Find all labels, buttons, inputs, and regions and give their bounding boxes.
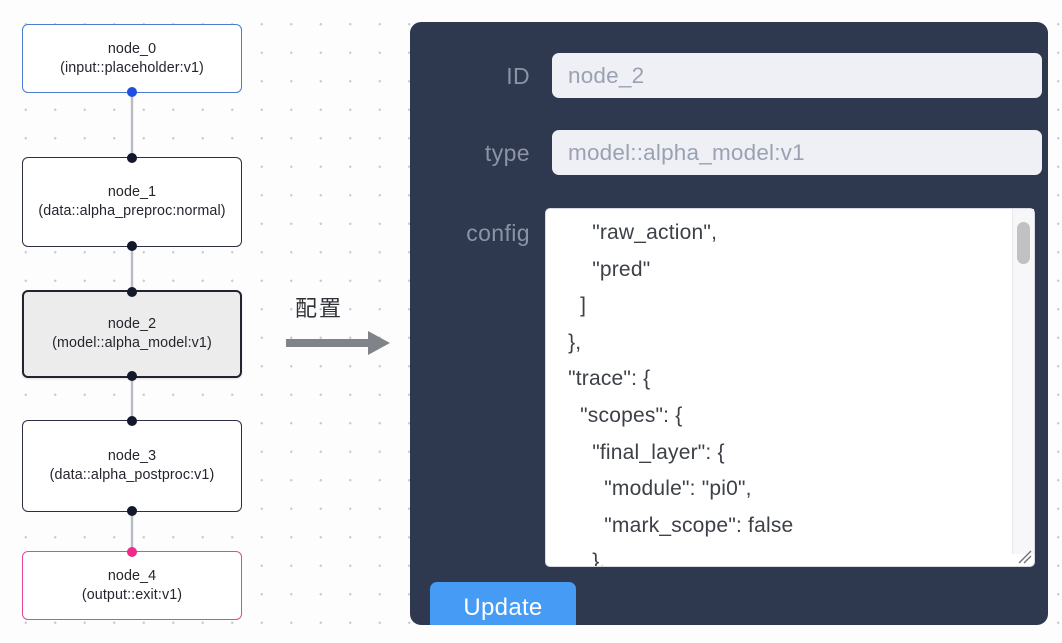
node-port-out[interactable] xyxy=(127,241,137,251)
right-arrow-icon xyxy=(286,331,390,355)
node-port-in[interactable] xyxy=(127,287,137,297)
graph-node-node_1[interactable]: node_1 (data::alpha_preproc:normal) xyxy=(22,153,242,251)
config-label: config xyxy=(466,220,530,246)
node-port-out[interactable] xyxy=(127,506,137,516)
field-row-type: type xyxy=(430,130,1042,175)
update-button[interactable]: Update xyxy=(430,582,576,625)
node-port-in[interactable] xyxy=(127,153,137,163)
node-subtitle: (input::placeholder:v1) xyxy=(60,59,204,76)
graph-node-node_3[interactable]: node_3 (data::alpha_postproc:v1) xyxy=(22,416,242,516)
node-title: node_4 xyxy=(107,567,157,584)
node-port-in[interactable] xyxy=(127,416,137,426)
node-port-out[interactable] xyxy=(127,371,137,381)
annotation-label: 配置 xyxy=(295,296,344,321)
graph-node-node_4[interactable]: node_4 (output::exit:v1) xyxy=(22,547,242,620)
node-inspector-panel: ID type config "raw_action", "pred" ] },… xyxy=(410,22,1048,625)
node-subtitle: (output::exit:v1) xyxy=(81,586,183,603)
node-port-in[interactable] xyxy=(127,547,137,557)
graph-node-node_0[interactable]: node_0 (input::placeholder:v1) xyxy=(22,24,242,97)
node-subtitle: (data::alpha_preproc:normal) xyxy=(38,203,226,219)
annotation-configure: 配置 xyxy=(286,296,406,363)
config-scrollbar[interactable] xyxy=(1012,209,1034,554)
type-input[interactable] xyxy=(552,130,1042,175)
graph-node-node_2[interactable]: node_2 (model::alpha_model:v1) xyxy=(22,287,242,381)
node-subtitle: (model::alpha_model:v1) xyxy=(52,335,212,351)
node-title: node_2 xyxy=(107,316,157,332)
config-textarea[interactable]: "raw_action", "pred" ] }, "trace": { "sc… xyxy=(545,208,1035,567)
resize-grip-icon[interactable] xyxy=(1013,545,1033,565)
node-port-out[interactable] xyxy=(127,87,137,97)
field-row-id: ID xyxy=(470,53,1042,98)
node-title: node_1 xyxy=(107,184,157,200)
type-label: type xyxy=(484,139,530,166)
field-row-config: config "raw_action", "pred" ] }, "trace"… xyxy=(425,208,1035,567)
id-input[interactable] xyxy=(552,53,1042,98)
config-editor: "raw_action", "pred" ] }, "trace": { "sc… xyxy=(545,208,1035,567)
config-scrollbar-thumb[interactable] xyxy=(1017,222,1030,264)
id-label: ID xyxy=(506,62,530,89)
node-title: node_3 xyxy=(107,448,157,464)
node-subtitle: (data::alpha_postproc:v1) xyxy=(49,467,215,483)
node-title: node_0 xyxy=(107,40,157,57)
